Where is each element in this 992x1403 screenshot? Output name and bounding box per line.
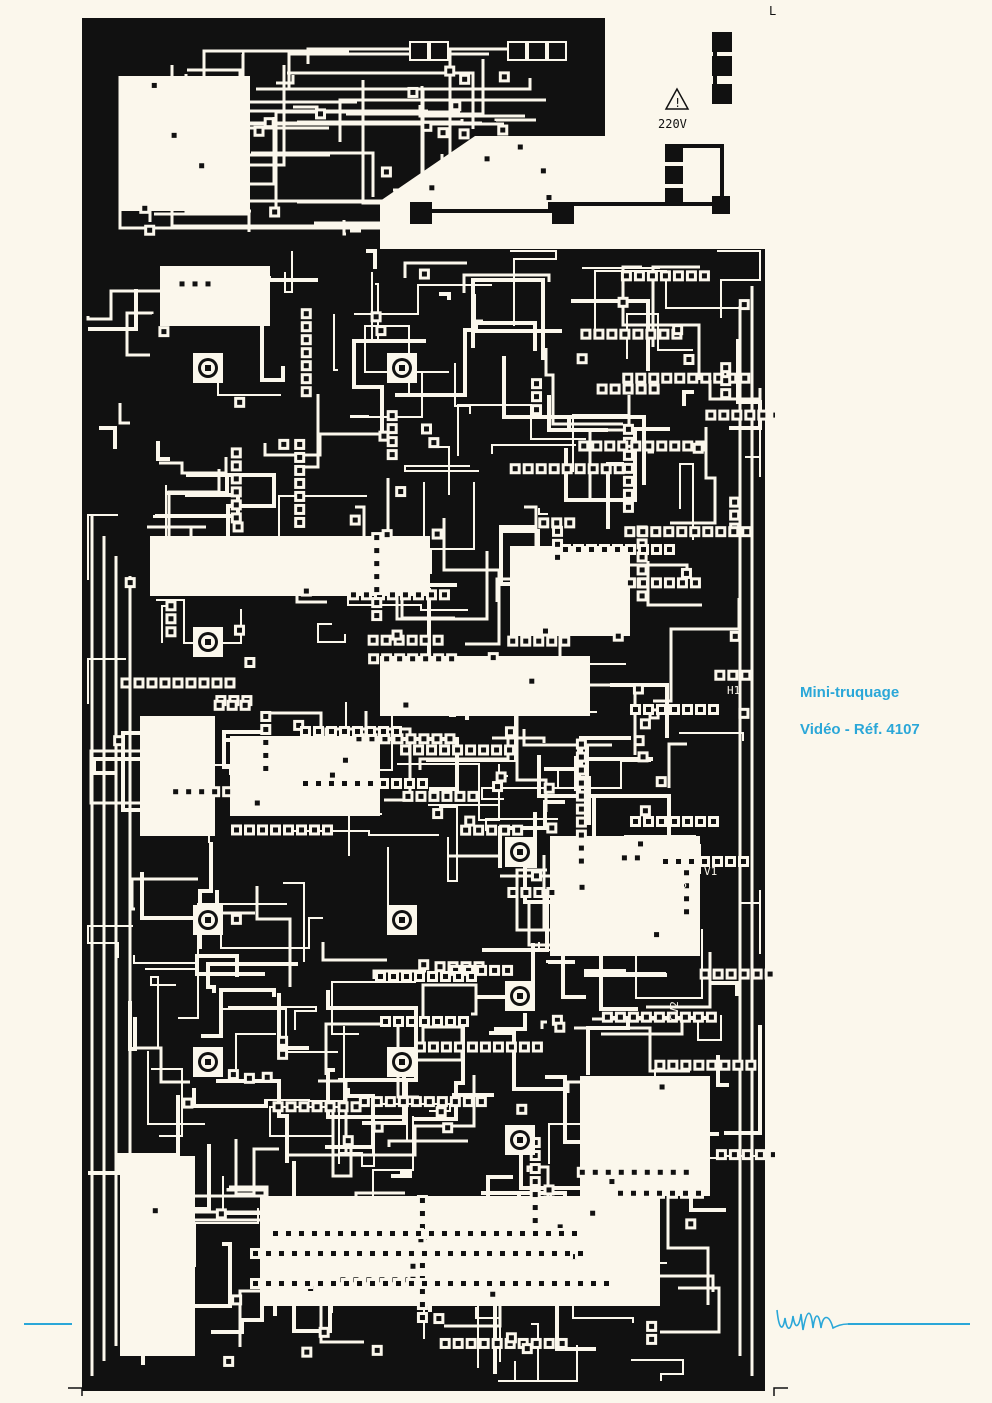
- footer-rule-left: [24, 1323, 72, 1325]
- designator-v2: V2: [674, 881, 687, 894]
- designator-cv1: CV1: [473, 678, 493, 691]
- corner-tick-right: [773, 1387, 788, 1396]
- designator-cv2: CV2: [668, 1001, 681, 1021]
- warning-triangle-icon: !: [664, 87, 690, 110]
- caption-title: Mini-truquage: [800, 684, 900, 701]
- brand-signature-icon: [776, 1309, 849, 1331]
- footer-rule-right: [848, 1323, 970, 1325]
- designator-v1: V1: [704, 865, 717, 878]
- corner-mark-top: L: [769, 4, 777, 18]
- svg-text:!: !: [674, 96, 681, 110]
- caption-reference: Vidéo - Réf. 4107: [800, 721, 920, 738]
- mains-connector-area: ! 220V: [410, 32, 732, 224]
- pcb-artwork: ! 220V CV1 H1 V1 V2 CV2: [80, 16, 775, 1391]
- designator-h1: H1: [727, 684, 740, 697]
- voltage-label: 220V: [658, 117, 687, 131]
- corner-tick-left: [68, 1387, 83, 1396]
